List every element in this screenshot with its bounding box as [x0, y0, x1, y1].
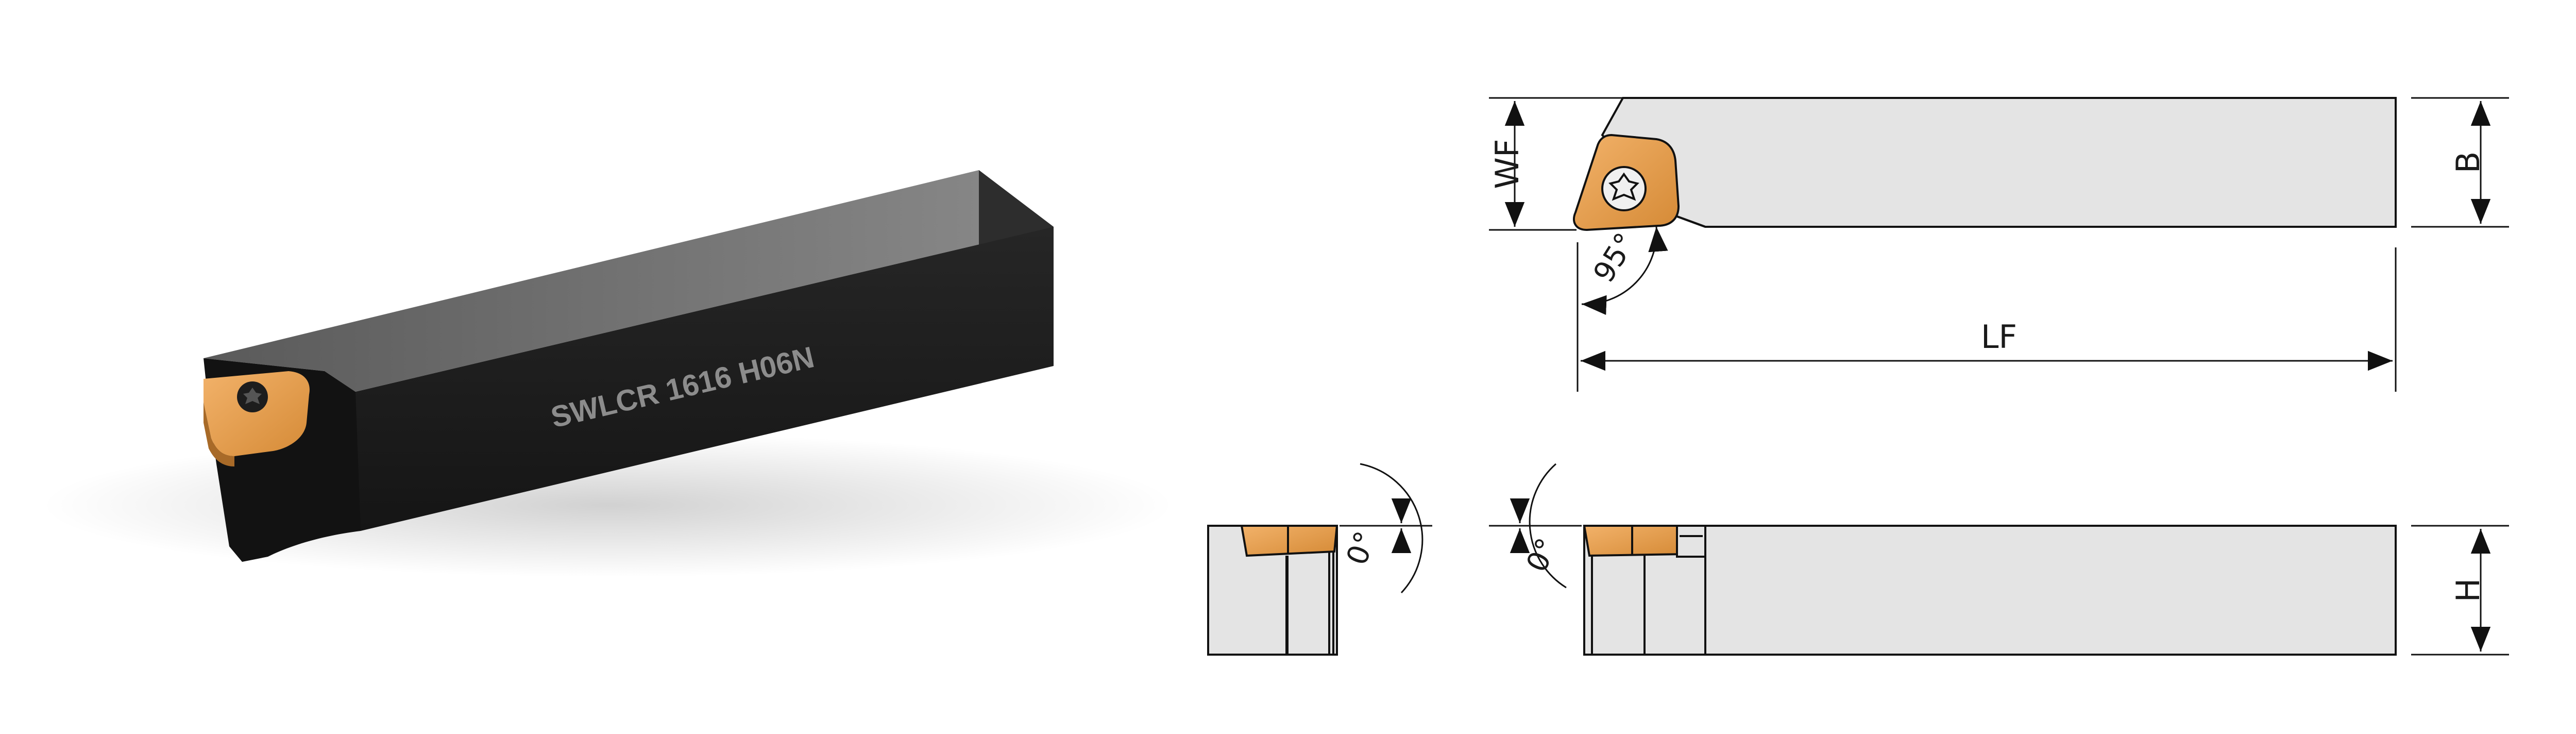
side-view	[1489, 463, 2509, 656]
wf-label: WF	[1488, 139, 1526, 189]
side-view-insert	[1583, 525, 1686, 557]
shank-front-face	[355, 227, 1054, 531]
insert-3d	[204, 371, 310, 456]
lf-label: LF	[1981, 318, 2017, 356]
front-rake-angle-label: 0°	[1340, 527, 1383, 570]
shank-top-face	[204, 170, 1054, 392]
insert-3d-side	[204, 402, 234, 466]
side-rake-angle-label: 0°	[1520, 533, 1564, 577]
top-view-torx-icon	[1608, 172, 1639, 201]
front-view-angle-arc	[1360, 463, 1423, 594]
torx-recess-icon	[243, 388, 262, 404]
top-view	[1489, 97, 2509, 392]
approach-angle-arc	[1581, 226, 1668, 315]
approach-angle-label: 95°	[1587, 227, 1642, 289]
side-view-clamp	[1676, 525, 1706, 558]
front-view	[1207, 463, 1432, 656]
h-label: H	[2449, 578, 2487, 603]
side-view-shank	[1583, 525, 2397, 656]
tool-render: SWLCR 1616 H06N	[41, 170, 1175, 577]
top-view-pocket-line	[1674, 214, 1706, 228]
b-label: B	[2449, 152, 2487, 174]
side-view-angle-arc	[1529, 463, 1567, 589]
top-view-shank	[1601, 97, 2397, 228]
front-view-insert	[1240, 525, 1338, 557]
